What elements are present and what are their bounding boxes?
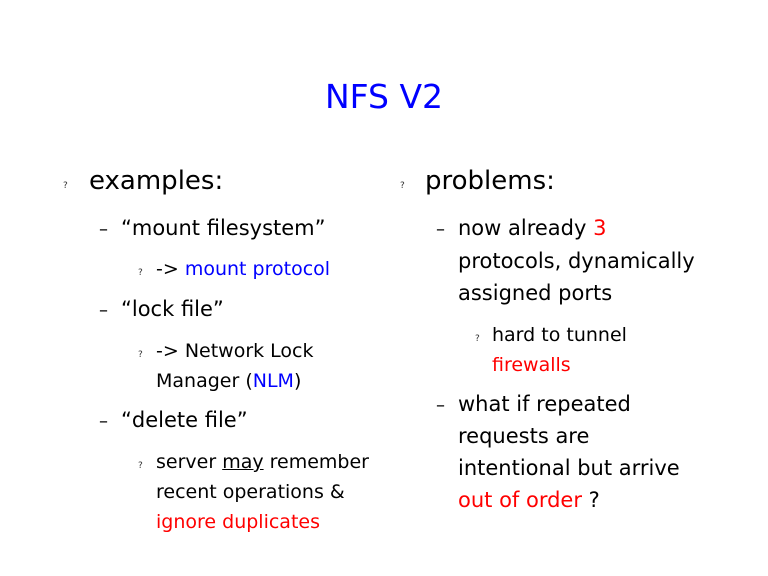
dash-icon: – (99, 300, 108, 321)
problem2-line4: out of order ? (458, 490, 600, 511)
heading-examples: examples: (89, 166, 224, 196)
item-delete-file: “delete file” (121, 408, 248, 432)
slide-title: NFS V2 (324, 77, 444, 116)
problem2-line3: intentional but arrive (458, 456, 680, 480)
bullet-icon: ? (63, 181, 68, 191)
problem1-sub-line2: firewalls (492, 354, 571, 376)
bullet-icon: ? (138, 268, 143, 278)
bullet-icon: ? (475, 334, 480, 344)
sub-nlm-line2: Manager (NLM) (156, 372, 301, 391)
nlm-highlight: NLM (252, 370, 294, 392)
dash-icon: – (436, 219, 445, 240)
bullet-icon: ? (138, 461, 143, 471)
item-mount-filesystem: “mount filesystem” (121, 216, 326, 240)
sub-delete-line2: recent operations & (156, 481, 345, 503)
bullet-icon: ? (138, 350, 143, 360)
dash-icon: – (436, 395, 445, 416)
mount-protocol-highlight: mount protocol (184, 258, 331, 280)
sub-delete-line3: ignore duplicates (156, 511, 320, 533)
problem1-sub-line1: hard to tunnel (492, 324, 627, 346)
problem1-line1: now already 3 (458, 218, 606, 239)
problem1-line3: assigned ports (458, 281, 613, 305)
may-underlined: may (222, 451, 264, 473)
problem2-line1: what if repeated (458, 392, 631, 416)
heading-problems: problems: (425, 166, 555, 196)
arrow-text: -> (156, 258, 185, 280)
item-lock-file: “lock file” (121, 297, 224, 321)
three-highlight: 3 (593, 216, 607, 240)
dash-icon: – (99, 219, 108, 240)
sub-nlm-line1: -> Network Lock (156, 340, 314, 362)
remember-text: remember (263, 451, 369, 473)
dash-icon: – (99, 411, 108, 432)
problem2-line2: requests are (458, 424, 590, 448)
bullet-icon: ? (400, 181, 405, 191)
sub-mount-protocol: -> mount protocol (156, 260, 330, 279)
sub-delete-line1: server may remember (156, 453, 369, 472)
server-text: server (156, 451, 223, 473)
manager-text: Manager ( (156, 370, 253, 392)
now-already-text: now already (458, 216, 594, 240)
out-of-order-highlight: out of order (458, 488, 582, 512)
paren-text: ) (293, 370, 302, 392)
problem1-line2: protocols, dynamically (458, 249, 695, 273)
question-mark-text: ? (581, 488, 600, 512)
